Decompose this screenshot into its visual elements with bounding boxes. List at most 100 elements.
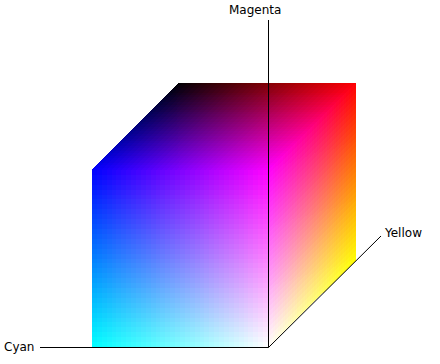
color-cell bbox=[131, 204, 136, 209]
color-cell bbox=[244, 234, 249, 239]
color-cell bbox=[263, 308, 268, 313]
color-cell bbox=[214, 293, 219, 298]
color-cell bbox=[253, 175, 258, 180]
color-cell bbox=[156, 234, 161, 239]
color-cell bbox=[121, 278, 126, 283]
color-cell bbox=[141, 195, 146, 200]
color-cell bbox=[263, 298, 268, 303]
color-cell bbox=[253, 259, 258, 264]
color-cell bbox=[239, 337, 244, 342]
color-cell bbox=[112, 224, 117, 229]
color-cell bbox=[195, 293, 200, 298]
color-cell bbox=[107, 204, 112, 209]
color-cell bbox=[258, 303, 263, 308]
color-cell bbox=[131, 298, 136, 303]
color-cell bbox=[141, 234, 146, 239]
color-cell bbox=[170, 313, 175, 318]
color-cell bbox=[151, 268, 156, 273]
color-cell bbox=[156, 244, 161, 249]
color-cell bbox=[263, 273, 268, 278]
color-cell bbox=[234, 199, 239, 204]
color-cell bbox=[107, 195, 112, 200]
color-cell bbox=[170, 288, 175, 293]
color-cell bbox=[107, 337, 112, 342]
color-cell bbox=[102, 175, 107, 180]
color-cell bbox=[121, 342, 126, 347]
color-cell bbox=[234, 318, 239, 323]
color-cell bbox=[195, 298, 200, 303]
color-cell bbox=[146, 254, 151, 259]
color-cell bbox=[263, 199, 268, 204]
color-cell bbox=[224, 293, 229, 298]
color-cell bbox=[112, 185, 117, 190]
color-cell bbox=[263, 288, 268, 293]
color-cell bbox=[214, 214, 219, 219]
color-cell bbox=[204, 268, 209, 273]
color-cell bbox=[229, 293, 234, 298]
color-cell bbox=[263, 259, 268, 264]
color-cell bbox=[204, 229, 209, 234]
color-cell bbox=[116, 195, 121, 200]
color-cell bbox=[253, 180, 258, 185]
color-cell bbox=[126, 283, 131, 288]
color-cell bbox=[200, 283, 205, 288]
color-cell bbox=[190, 185, 195, 190]
color-cell bbox=[258, 298, 263, 303]
color-cell bbox=[258, 293, 263, 298]
color-cell bbox=[234, 327, 239, 332]
color-cell bbox=[224, 278, 229, 283]
color-cell bbox=[214, 224, 219, 229]
color-cell bbox=[136, 185, 141, 190]
color-cell bbox=[219, 219, 224, 224]
color-cell bbox=[263, 342, 268, 347]
color-cell bbox=[107, 263, 112, 268]
color-cell bbox=[253, 199, 258, 204]
color-cell bbox=[141, 322, 146, 327]
color-cell bbox=[214, 288, 219, 293]
color-cell bbox=[131, 288, 136, 293]
color-cell bbox=[200, 293, 205, 298]
color-cell bbox=[219, 268, 224, 273]
color-cell bbox=[156, 214, 161, 219]
color-cell bbox=[258, 322, 263, 327]
color-cell bbox=[234, 332, 239, 337]
color-cell bbox=[175, 298, 180, 303]
color-cell bbox=[151, 254, 156, 259]
color-cell bbox=[248, 263, 253, 268]
color-cell bbox=[151, 342, 156, 347]
color-cell bbox=[244, 249, 249, 254]
color-cell bbox=[200, 219, 205, 224]
color-cell bbox=[112, 327, 117, 332]
color-cell bbox=[170, 254, 175, 259]
color-cell bbox=[200, 190, 205, 195]
color-cell bbox=[131, 190, 136, 195]
color-cell bbox=[185, 219, 190, 224]
color-cell bbox=[160, 249, 165, 254]
color-cell bbox=[258, 214, 263, 219]
color-cell bbox=[121, 244, 126, 249]
color-cell bbox=[214, 313, 219, 318]
color-cell bbox=[229, 180, 234, 185]
color-cell bbox=[185, 268, 190, 273]
color-cell bbox=[253, 298, 258, 303]
color-cell bbox=[224, 175, 229, 180]
color-cell bbox=[204, 322, 209, 327]
color-cell bbox=[190, 303, 195, 308]
color-cell bbox=[151, 229, 156, 234]
color-cell bbox=[121, 190, 126, 195]
color-cell bbox=[209, 195, 214, 200]
color-cell bbox=[239, 318, 244, 323]
color-cell bbox=[219, 244, 224, 249]
color-cell bbox=[126, 175, 131, 180]
color-cell bbox=[92, 249, 97, 254]
color-cell bbox=[151, 195, 156, 200]
color-cell bbox=[107, 327, 112, 332]
color-cell bbox=[175, 342, 180, 347]
color-cell bbox=[258, 342, 263, 347]
color-cell bbox=[146, 303, 151, 308]
color-cell bbox=[214, 234, 219, 239]
color-cell bbox=[180, 342, 185, 347]
color-cell bbox=[258, 273, 263, 278]
color-cell bbox=[141, 288, 146, 293]
color-cell bbox=[131, 273, 136, 278]
